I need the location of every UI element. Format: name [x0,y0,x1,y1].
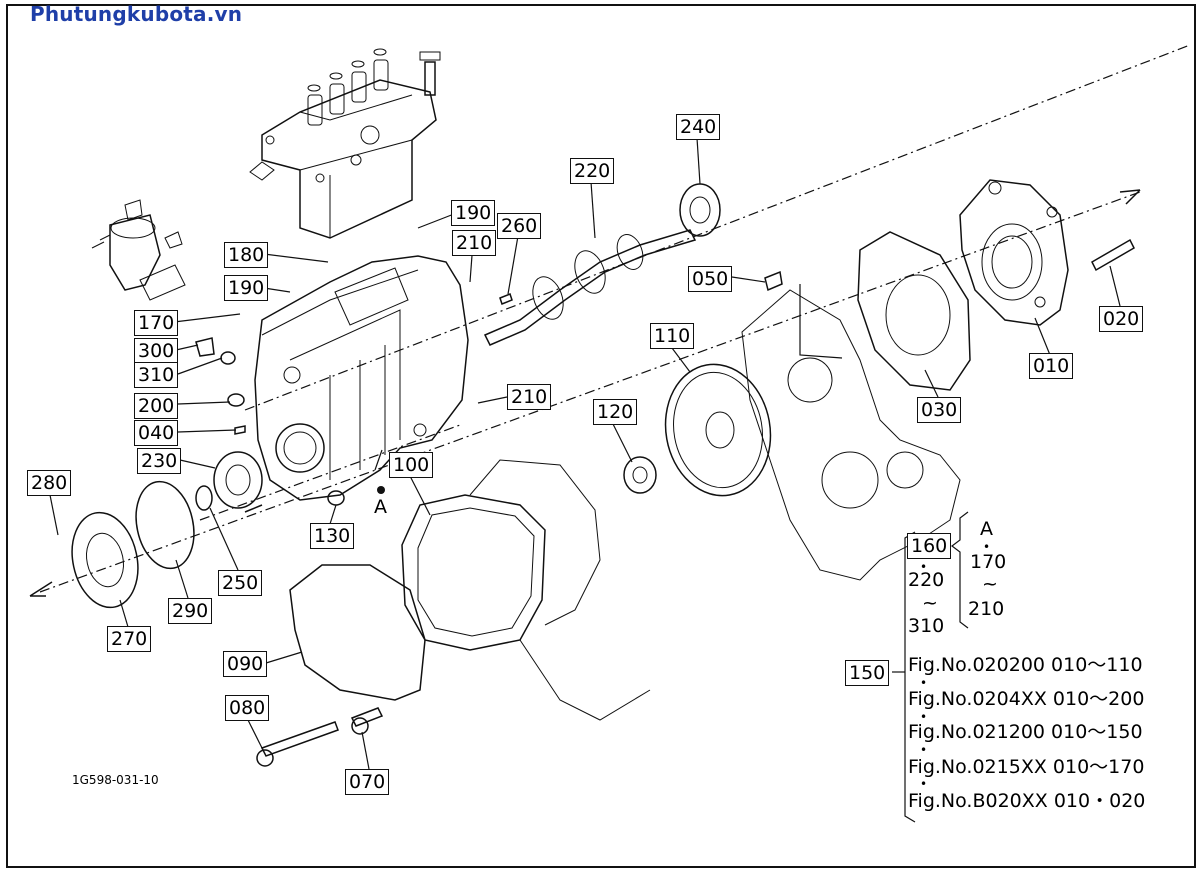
fig-line-2: Fig.No.0204XX 010～200 [908,688,1145,710]
callout-010[interactable]: 010 [1029,353,1074,379]
legend-tilde-1: ~ [982,573,998,595]
callout-290[interactable]: 290 [168,598,213,624]
callout-180[interactable]: 180 [224,242,269,268]
legend-fig-150[interactable]: 150 [845,660,890,686]
callout-070[interactable]: 070 [345,769,390,795]
flange-drawing [959,179,1135,326]
watermark: Phutungkubota.vn [30,2,243,26]
fig-line-3: Fig.No.021200 010～150 [908,721,1143,743]
view-marker-a: A [374,496,387,518]
adapter-housing-drawing [289,459,651,721]
legend-group-160[interactable]: 160 [907,533,952,559]
bolts-drawing [256,707,384,767]
fig-line-4: Fig.No.0215XX 010～170 [908,756,1145,778]
callout-040[interactable]: 040 [134,420,179,446]
front-cover-drawing [71,337,345,609]
callout-310[interactable]: 310 [134,362,179,388]
callout-300[interactable]: 300 [134,338,179,364]
fig-line-1: Fig.No.020200 010～110 [908,654,1143,676]
callout-240[interactable]: 240 [676,114,721,140]
callout-050[interactable]: 050 [688,266,733,292]
camshaft-drawing [483,183,721,346]
callout-020[interactable]: 020 [1099,306,1144,332]
legend-dot-3: • [920,676,928,690]
callout-030[interactable]: 030 [917,397,962,423]
legend-tilde-2: ~ [922,592,938,614]
callout-190-top[interactable]: 190 [451,200,496,226]
callout-270[interactable]: 270 [107,626,152,652]
legend-dot-5: • [920,743,928,757]
legend-dot-4: • [920,710,928,724]
callout-080[interactable]: 080 [225,695,270,721]
callout-090[interactable]: 090 [223,651,268,677]
legend-dot-2: • [920,560,928,574]
gear-case-drawing [254,255,469,501]
injection-pump-drawing [249,48,441,239]
back-plate-drawing [741,289,961,581]
callout-280[interactable]: 280 [27,470,72,496]
callout-130[interactable]: 130 [310,523,355,549]
callout-100[interactable]: 100 [389,452,434,478]
legend-dot-1: • [983,540,991,554]
callout-110[interactable]: 110 [650,323,695,349]
gear-drawing [623,270,783,497]
callout-200[interactable]: 200 [134,393,179,419]
callout-220[interactable]: 220 [570,158,615,184]
legend-310-label: 310 [908,615,945,637]
callout-250[interactable]: 250 [218,570,263,596]
fig-line-5: Fig.No.B020XX 010・020 [908,790,1146,812]
legend-a-label: A [980,518,993,540]
feed-pump-drawing [91,199,186,301]
callout-190-left[interactable]: 190 [224,275,269,301]
callout-210-right[interactable]: 210 [507,384,552,410]
legend-210-label: 210 [968,598,1005,620]
callout-120[interactable]: 120 [593,399,638,425]
legend-dot-6: • [920,777,928,791]
gasket-drawing [857,231,971,391]
callout-260[interactable]: 260 [497,213,542,239]
callout-210-top[interactable]: 210 [452,230,497,256]
legend-170-label: 170 [970,551,1007,573]
view-point-dot [377,486,385,494]
legend-220-label: 220 [908,569,945,591]
drawing-number: 1G598-031-10 [72,773,159,787]
callout-230[interactable]: 230 [137,448,182,474]
callout-170[interactable]: 170 [134,310,179,336]
drawing-frame [6,4,1196,868]
